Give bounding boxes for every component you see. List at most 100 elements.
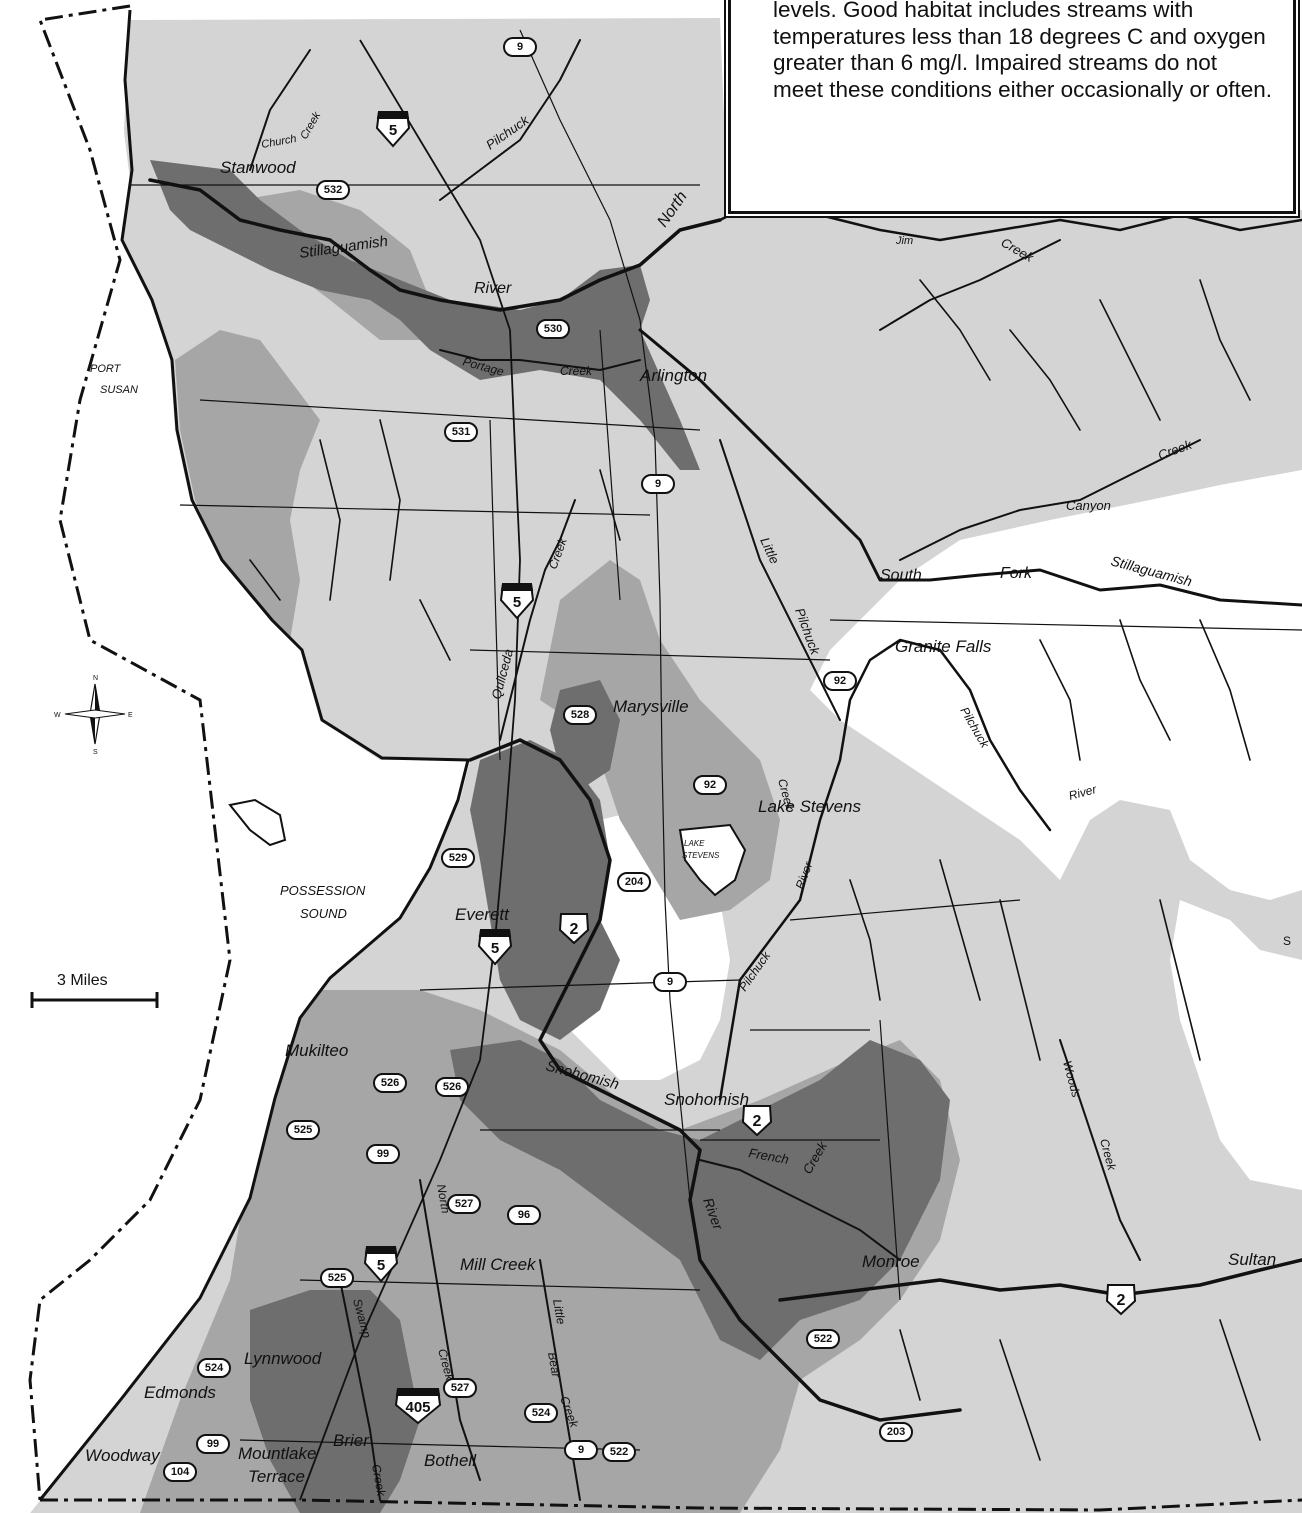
us-route-shield: 2	[558, 913, 590, 945]
svg-text:405: 405	[405, 1399, 430, 1416]
svg-text:5: 5	[389, 122, 397, 139]
interstate-shield: 5	[477, 929, 513, 966]
legend-box: levels. Good habitat includes streams wi…	[728, 0, 1296, 214]
route-badge: 525	[320, 1268, 354, 1288]
route-badge: 99	[196, 1434, 230, 1454]
route-badge: 525	[286, 1120, 320, 1140]
route-badge: 92	[693, 775, 727, 795]
stream-label: Creek	[560, 364, 593, 378]
place-label: Stanwood	[220, 158, 296, 177]
route-badge: 522	[806, 1329, 840, 1349]
route-badge: 531	[444, 422, 478, 442]
svg-text:526: 526	[381, 1077, 399, 1089]
stream-label: South	[880, 567, 922, 584]
stream-label: French	[747, 1145, 789, 1167]
place-label: Edmonds	[144, 1383, 216, 1402]
scale-bar-label: 3 Miles	[57, 972, 108, 989]
svg-text:9: 9	[517, 41, 523, 53]
compass-rose: N S E W	[54, 675, 133, 756]
place-label: Snohomish	[664, 1090, 749, 1109]
route-badge: 203	[879, 1422, 913, 1442]
county-boundary	[28, 4, 1302, 1512]
place-label: Everett	[455, 905, 510, 924]
i5-road	[299, 39, 521, 1501]
svg-text:530: 530	[544, 323, 562, 335]
stream-label: Bear	[545, 1351, 563, 1379]
interstate-shield: 5	[363, 1246, 399, 1283]
compass-e: E	[128, 712, 133, 719]
route-badge: 9	[653, 972, 687, 992]
compass-ew-icon	[64, 709, 126, 719]
svg-text:525: 525	[294, 1124, 312, 1136]
svg-text:203: 203	[887, 1426, 905, 1438]
place-label: Bothell	[424, 1451, 477, 1470]
route-badge: 104	[163, 1462, 197, 1482]
interstate-shield: 5	[375, 111, 411, 148]
south-fork-stillaguamish	[638, 328, 1302, 607]
us-route-shield: 2	[741, 1105, 773, 1137]
stream-label: Jim	[895, 235, 913, 247]
compass-s: S	[93, 749, 98, 756]
place-label: Monroe	[862, 1252, 920, 1271]
route-badge: 9	[641, 474, 675, 494]
svg-text:5: 5	[491, 940, 499, 957]
lake-stevens	[678, 823, 747, 897]
north-creek	[419, 1179, 481, 1481]
stream-label: North	[434, 1183, 453, 1215]
roads	[130, 29, 1302, 1501]
place-label: Mill Creek	[460, 1255, 537, 1274]
place-label: Mountlake	[238, 1444, 316, 1463]
scale-bar: 3 Miles	[30, 972, 159, 1008]
svg-text:527: 527	[455, 1198, 473, 1210]
svg-text:96: 96	[518, 1209, 530, 1221]
canyon-creek	[899, 439, 1201, 561]
route-badge: 527	[447, 1194, 481, 1214]
route-badge: 96	[507, 1205, 541, 1225]
svg-text:99: 99	[377, 1148, 389, 1160]
svg-text:528: 528	[571, 709, 589, 721]
place-label: Granite Falls	[895, 637, 992, 656]
water-label: POSSESSION	[280, 883, 366, 898]
svg-text:99: 99	[207, 1438, 219, 1450]
dark-area-everett	[470, 740, 620, 1040]
svg-text:5: 5	[513, 594, 521, 611]
route-badge: 529	[441, 848, 475, 868]
woods-creek	[1059, 1039, 1141, 1261]
stillaguamish-river	[148, 178, 722, 312]
svg-text:5: 5	[377, 1257, 385, 1274]
state-route-badges: 9 532 530 531 9 92 528 92 529 204 9 526 …	[163, 37, 913, 1482]
road-grid	[130, 184, 1302, 1451]
little-pilchuck	[719, 439, 841, 721]
stream-label: Little	[550, 1298, 568, 1326]
place-label: Mukilteo	[285, 1041, 348, 1060]
svg-text:522: 522	[610, 1446, 628, 1458]
svg-text:526: 526	[443, 1081, 461, 1093]
route-badge: 524	[524, 1403, 558, 1423]
svg-text:104: 104	[171, 1466, 190, 1478]
svg-text:524: 524	[205, 1362, 224, 1374]
place-labels: Stanwood Arlington Marysville Lake Steve…	[85, 158, 1276, 1486]
svg-text:9: 9	[578, 1444, 584, 1456]
stream-label: Fork	[1000, 565, 1033, 582]
medium-area-coast	[175, 330, 320, 640]
route-badge: 526	[435, 1077, 469, 1097]
place-label: Brier	[333, 1431, 370, 1450]
svg-text:92: 92	[834, 675, 846, 687]
route-badge: 9	[503, 37, 537, 57]
svg-text:9: 9	[655, 478, 661, 490]
water-label: PORT	[90, 363, 122, 375]
stream-label: River	[1067, 782, 1099, 803]
water-label: LAKE	[684, 839, 705, 848]
stream-label: S	[1283, 934, 1291, 948]
svg-text:92: 92	[704, 779, 716, 791]
jim-creek	[879, 239, 1061, 331]
quilceda-creek	[499, 499, 576, 741]
svg-text:531: 531	[452, 426, 470, 438]
white-area	[860, 470, 1302, 820]
svg-text:2: 2	[753, 1113, 762, 1130]
pilchuck-river	[718, 638, 1052, 1102]
route-badge: 99	[366, 1144, 400, 1164]
water-label: SUSAN	[100, 384, 138, 396]
interstate-shields: 5 5 5 5 405	[363, 111, 535, 1425]
